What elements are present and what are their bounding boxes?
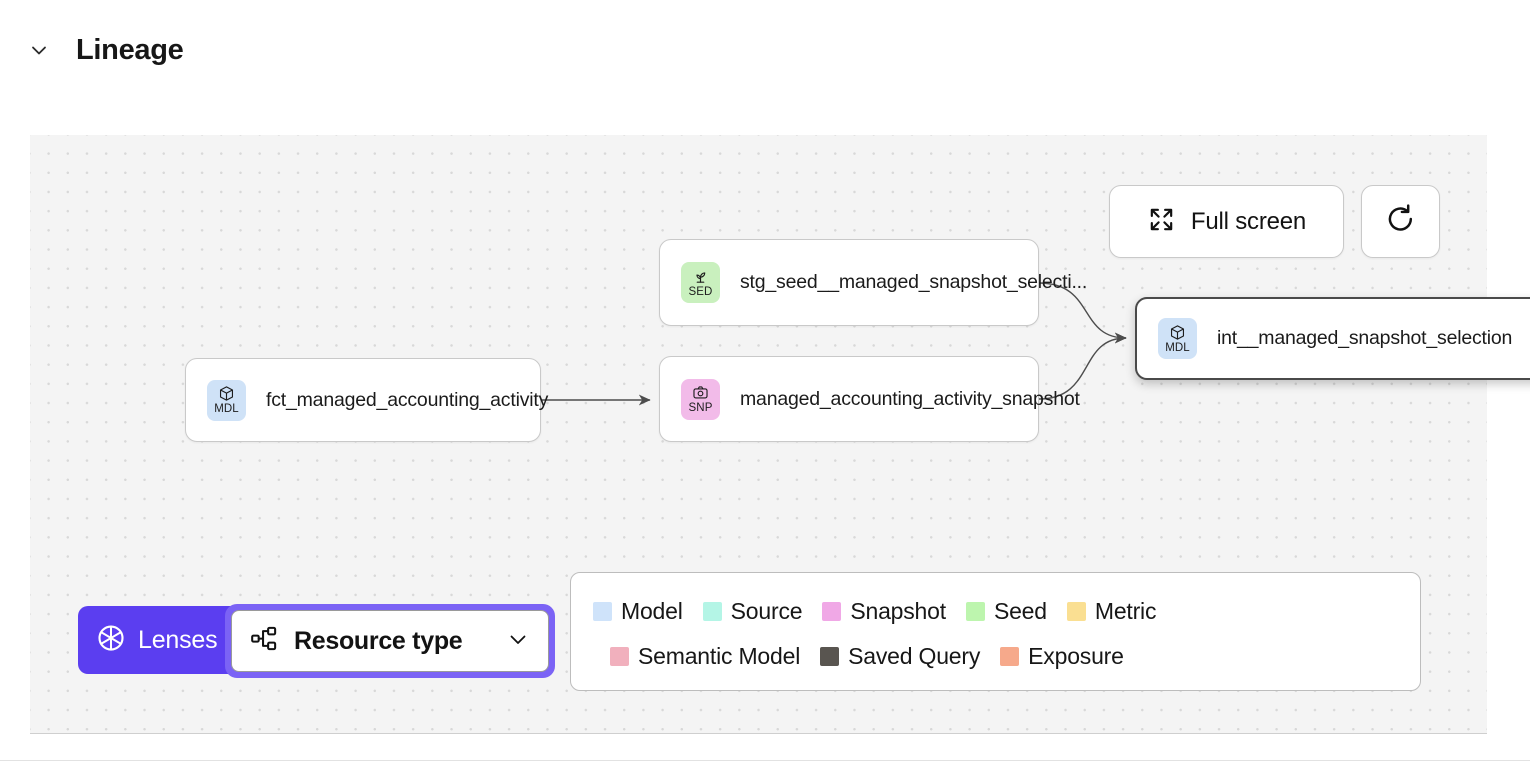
node-label: fct_managed_accounting_activity — [266, 388, 549, 411]
legend-swatch-source — [702, 602, 722, 621]
legend-label: Metric — [1094, 598, 1157, 624]
resource-type-dropdown[interactable]: Resource type — [231, 610, 549, 672]
legend-item-model: Model — [593, 598, 683, 625]
legend-row-1: Model Source Snapshot Seed Metric — [593, 589, 1398, 634]
legend-swatch-saved-query — [820, 647, 840, 666]
legend-swatch-seed — [965, 602, 985, 621]
legend-swatch-model — [593, 602, 612, 621]
node-badge-text: SNP — [688, 402, 713, 414]
lineage-section-header: Lineage — [0, 0, 1530, 100]
lineage-node-model-fct[interactable]: MDL fct_managed_accounting_activity — [185, 358, 548, 442]
legend-item-saved-query: Saved Query — [820, 643, 980, 670]
hierarchy-icon — [250, 624, 279, 658]
sprout-icon: SED — [681, 262, 720, 303]
lineage-canvas[interactable]: Full screen MDL — [30, 135, 1530, 734]
cube-icon: MDL — [207, 379, 246, 421]
resource-type-focus-ring: Resource type — [225, 604, 555, 678]
legend-swatch-semantic-model — [610, 647, 629, 666]
lineage-node-snapshot-managed[interactable]: SNP managed_accounting_activity_snapshot — [659, 356, 1080, 442]
legend-label: Saved Query — [848, 643, 981, 669]
canvas-toolbar: Full screen — [1109, 185, 1440, 258]
legend-item-exposure: Exposure — [1000, 643, 1124, 670]
legend-swatch-snapshot — [822, 602, 842, 621]
node-label: managed_accounting_activity_snapshot — [740, 387, 1080, 410]
legend-item-seed: Seed — [965, 598, 1047, 625]
refresh-icon — [1384, 203, 1417, 241]
camera-icon: SNP — [681, 378, 720, 420]
legend-label: Semantic Model — [638, 643, 801, 669]
legend-row-2: Semantic Model Saved Query Exposure — [593, 634, 1398, 679]
legend-label: Source — [730, 598, 803, 624]
legend-swatch-exposure — [1000, 647, 1020, 666]
legend-label: Seed — [993, 598, 1047, 624]
node-badge-text: SED — [688, 285, 713, 298]
legend-label: Snapshot — [850, 598, 946, 624]
chevron-down-icon — [506, 627, 530, 656]
lineage-node-seed-stg[interactable]: SED stg_seed__managed_snapshot_selecti..… — [659, 239, 1087, 326]
chevron-down-icon[interactable] — [24, 35, 54, 65]
legend-label: Model — [621, 598, 683, 624]
node-badge-text: MDL — [214, 403, 239, 415]
expand-icon — [1147, 205, 1176, 239]
aperture-icon — [96, 623, 126, 658]
resource-type-label: Resource type — [294, 626, 463, 655]
legend-label: Exposure — [1028, 643, 1124, 669]
legend-item-metric: Metric — [1066, 598, 1157, 625]
cube-icon: MDL — [1158, 318, 1197, 359]
legend-item-semantic-model: Semantic Model — [610, 643, 800, 670]
page-divider — [0, 760, 1530, 761]
legend-item-snapshot: Snapshot — [822, 598, 946, 625]
node-badge-text: MDL — [1165, 341, 1190, 354]
full-screen-label: Full screen — [1190, 207, 1307, 235]
page-title: Lineage — [76, 33, 184, 66]
node-label: stg_seed__managed_snapshot_selecti... — [740, 271, 1088, 293]
full-screen-button[interactable]: Full screen — [1109, 185, 1344, 258]
refresh-button[interactable] — [1361, 185, 1440, 258]
lenses-label: Lenses — [138, 625, 218, 654]
lineage-node-model-int-selected[interactable]: MDL int__managed_snapshot_selection — [1135, 297, 1530, 380]
node-label: int__managed_snapshot_selection — [1217, 327, 1513, 349]
legend-swatch-metric — [1066, 602, 1086, 621]
lineage-legend: Model Source Snapshot Seed Metric — [570, 572, 1421, 691]
legend-item-source: Source — [702, 598, 803, 625]
